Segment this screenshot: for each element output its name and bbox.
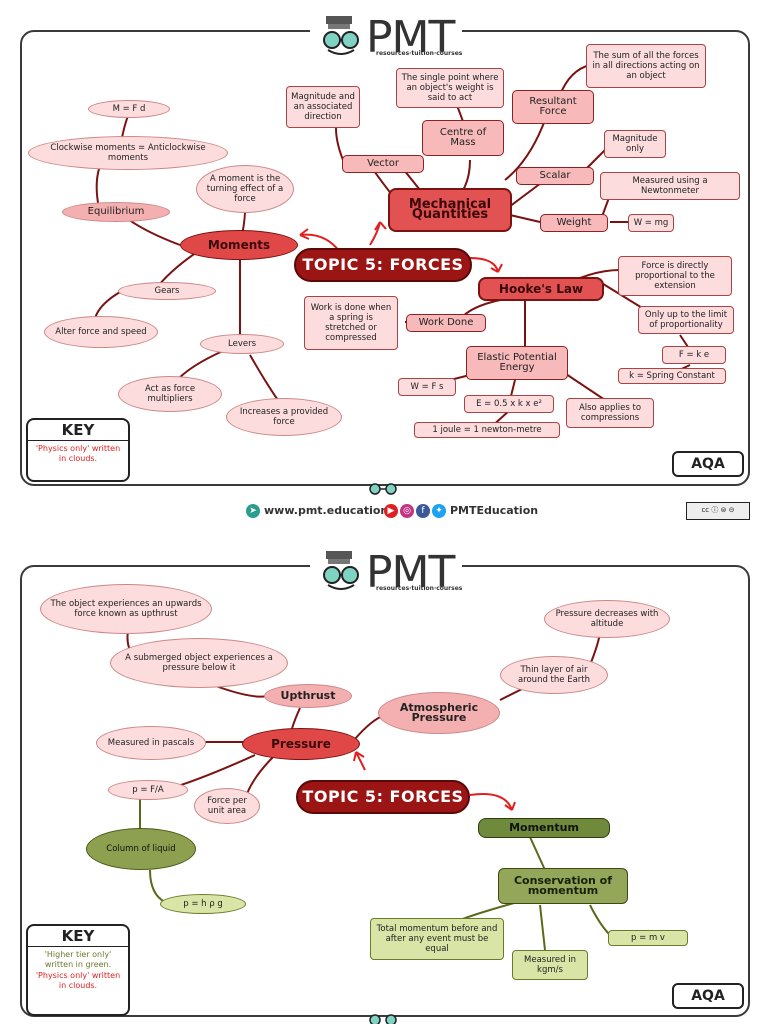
node-resultant-force: Resultant Force [512, 90, 594, 124]
exam-board-badge-2: AQA [672, 983, 744, 1009]
node-epe-equation: E = 0.5 x k x e² [464, 395, 554, 413]
node-work-done-definition: Work is done when a spring is stretched … [304, 296, 398, 350]
cloud-moments: Moments [180, 230, 298, 260]
node-limit-of-proportionality: Only up to the limit of proportionality [638, 306, 734, 334]
cloud-column-of-liquid: Column of liquid [86, 828, 196, 870]
pmt-logo-2: PMT resources·tuition·courses [310, 543, 463, 598]
node-scalar-definition: Magnitude only [604, 130, 666, 158]
node-resultant-force-definition: The sum of all the forces in all directi… [586, 44, 706, 88]
cloud-force-multipliers: Act as force multipliers [118, 376, 222, 412]
node-vector-definition: Magnitude and an associated direction [286, 86, 360, 128]
footer: ➤ www.pmt.education ▶ ◎ f ✦ PMTEducation… [0, 483, 768, 522]
cloud-pressure-decreases: Pressure decreases with altitude [544, 600, 670, 638]
cloud-increases-force: Increases a provided force [226, 398, 342, 436]
key-higher-tier: 'Higher tier only' written in green. [44, 950, 112, 969]
node-work-done: Work Done [406, 314, 486, 332]
cloud-moment-definition: A moment is the turning effect of a forc… [196, 165, 294, 213]
cloud-alter-force: Alter force and speed [44, 316, 158, 348]
cloud-measured-in-pascals: Measured in pascals [96, 726, 206, 760]
node-joule-definition: 1 joule = 1 newton-metre [414, 422, 560, 438]
cloud-upthrust-definition: The object experiences an upwards force … [40, 584, 212, 634]
node-hookes-law: Hooke's Law [478, 277, 604, 301]
pmt-tagline: resources·tuition·courses [376, 50, 463, 57]
pmt-tagline: resources·tuition·courses [376, 585, 463, 592]
node-weight: Weight [540, 214, 608, 232]
glasses-icon [369, 1014, 397, 1024]
node-centre-of-mass-definition: The single point where an object's weigh… [396, 68, 504, 108]
pmt-logo-text: PMT [366, 547, 455, 598]
cloud-submerged-object: A submerged object experiences a pressur… [110, 638, 288, 688]
pmt-glasses-icon [323, 551, 359, 590]
creative-commons-icon: cc ⓘ ⊜ ⊝ [686, 502, 750, 520]
cloud-atmospheric-pressure: Atmospheric Pressure [378, 692, 500, 734]
instagram-icon[interactable]: ◎ [400, 504, 414, 518]
topic-title-1: TOPIC 5: FORCES [294, 248, 472, 282]
cloud-moment-equation: M = F d [88, 100, 170, 118]
cursor-icon: ➤ [246, 504, 260, 518]
youtube-icon[interactable]: ▶ [384, 504, 398, 518]
node-measured-in-kgms: Measured in kgm/s [512, 950, 588, 980]
node-weight-equation: W = mg [628, 214, 674, 232]
key-title: KEY [28, 926, 128, 947]
cloud-thin-layer-of-air: Thin layer of air around the Earth [500, 656, 608, 694]
pmt-glasses-icon [323, 16, 359, 55]
node-applies-to-compressions: Also applies to compressions [566, 398, 654, 428]
glasses-icon [369, 483, 397, 495]
social-handle: PMTEducation [450, 504, 539, 517]
node-momentum-equation: p = m v [608, 930, 688, 946]
cloud-force-per-unit-area: Force per unit area [194, 788, 260, 824]
key-legend-2: KEY 'Higher tier only' written in green.… [26, 924, 130, 1016]
key-legend-1: KEY 'Physics only' written in clouds. [26, 418, 130, 482]
node-mechanical-quantities: Mechanical Quantities [388, 188, 512, 232]
node-momentum: Momentum [478, 818, 610, 838]
node-centre-of-mass: Centre of Mass [422, 120, 504, 156]
pmt-logo-text: PMT [366, 12, 455, 63]
cloud-upthrust: Upthrust [264, 684, 352, 708]
key-physics-only: 'Physics only' written in clouds. [35, 444, 121, 463]
node-hookes-equation: F = k e [662, 346, 726, 364]
node-conservation-of-momentum: Conservation of momentum [498, 868, 628, 904]
node-hookes-definition: Force is directly proportional to the ex… [618, 256, 732, 296]
exam-board-badge: AQA [672, 451, 744, 477]
topic-title-2: TOPIC 5: FORCES [296, 780, 470, 814]
key-physics-only: 'Physics only' written in clouds. [35, 971, 121, 990]
node-spring-constant: k = Spring Constant [618, 368, 726, 384]
cloud-pressure-equation: p = F/A [108, 780, 188, 800]
cloud-equilibrium: Equilibrium [62, 202, 170, 222]
node-scalar: Scalar [516, 167, 594, 185]
cloud-clockwise-moments: Clockwise moments = Anticlockwise moment… [28, 136, 228, 170]
facebook-icon[interactable]: f [416, 504, 430, 518]
website-link[interactable]: www.pmt.education [264, 504, 389, 517]
pmt-logo: PMT resources·tuition·courses [310, 8, 463, 63]
node-work-equation: W = F s [398, 378, 456, 396]
node-weight-definition: Measured using a Newtonmeter [600, 172, 740, 200]
twitter-icon[interactable]: ✦ [432, 504, 446, 518]
node-vector: Vector [342, 155, 424, 173]
node-total-momentum: Total momentum before and after any even… [370, 918, 504, 960]
cloud-pressure: Pressure [242, 728, 360, 760]
cloud-liquid-pressure-equation: p = h ρ g [160, 894, 246, 914]
cloud-levers: Levers [200, 334, 284, 354]
key-title: KEY [28, 420, 128, 441]
node-elastic-potential-energy: Elastic Potential Energy [466, 346, 568, 380]
cloud-gears: Gears [118, 282, 216, 300]
